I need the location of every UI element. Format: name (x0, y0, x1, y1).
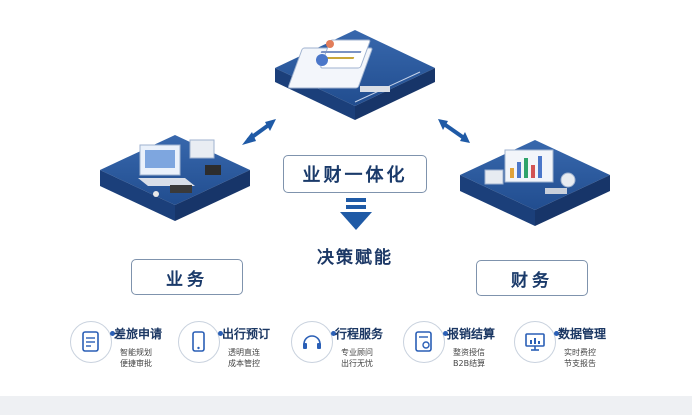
feature-dot (110, 331, 115, 336)
decision-empowerment-text: 决策赋能 (317, 248, 393, 268)
right-bidirectional-arrow (438, 119, 470, 143)
feature-dot (554, 331, 559, 336)
bottom-band (0, 396, 692, 415)
phone-icon (178, 321, 220, 363)
right-platform-illustration (460, 140, 610, 226)
feature-line-2: B2B结算 (453, 359, 486, 368)
feature-title: 出行预订 (222, 327, 271, 341)
top-platform-illustration (275, 30, 435, 120)
receipt-icon (403, 321, 445, 363)
left-platform-illustration (100, 135, 250, 221)
business-label-box: 业务 (131, 259, 243, 295)
feature-line-1: 实时费控 (564, 348, 596, 357)
integration-title-box: 业财一体化 (283, 155, 427, 193)
monitor-chart-icon (514, 321, 556, 363)
feature-title: 数据管理 (558, 327, 607, 341)
feature-title: 差旅申请 (114, 327, 163, 341)
left-bidirectional-arrow (242, 119, 276, 145)
feature-title: 报销结算 (447, 327, 496, 341)
feature-dot (218, 331, 223, 336)
document-icon (70, 321, 112, 363)
feature-line-1: 整资授信 (453, 348, 485, 357)
feature-line-2: 便捷审批 (120, 359, 152, 368)
feature-line-1: 透明直连 (228, 348, 260, 357)
feature-line-2: 节支报告 (564, 359, 596, 368)
feature-dot (443, 331, 448, 336)
down-arrow-icon (340, 198, 372, 230)
feature-line-2: 出行无忧 (341, 359, 373, 368)
finance-label-box: 财务 (476, 260, 588, 296)
feature-line-2: 成本管控 (228, 359, 260, 368)
feature-line-1: 专业顾问 (341, 348, 373, 357)
headset-icon (291, 321, 333, 363)
feature-line-1: 智能规划 (120, 348, 152, 357)
feature-title: 行程服务 (335, 327, 384, 341)
feature-dot (331, 331, 336, 336)
